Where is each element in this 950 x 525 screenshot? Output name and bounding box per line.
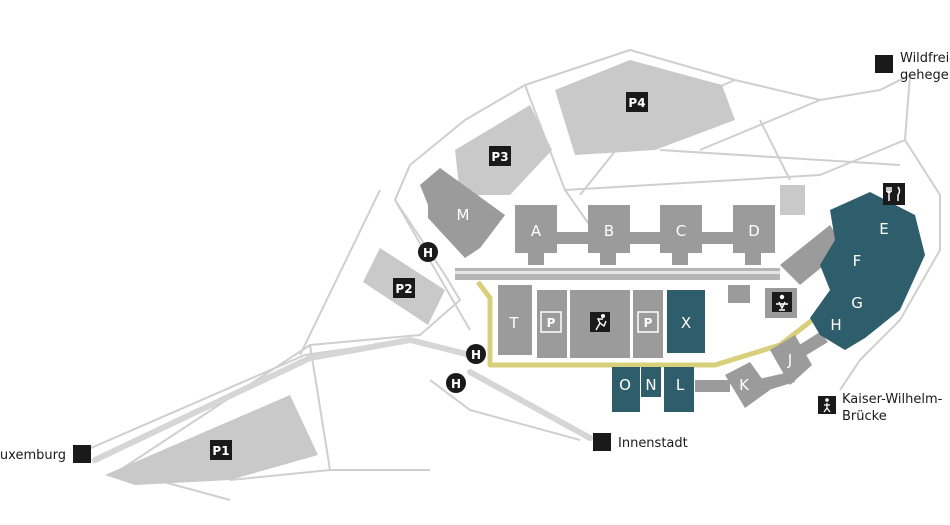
building-o bbox=[612, 367, 640, 412]
label-c: C bbox=[676, 222, 686, 240]
building-m bbox=[420, 168, 505, 258]
label-wildfreigehege-1: Wildfrei- bbox=[900, 51, 950, 66]
gray-buildings bbox=[420, 168, 845, 408]
label-innenstadt: Innenstadt bbox=[618, 436, 688, 451]
teal-buildings bbox=[612, 192, 925, 412]
label-e: E bbox=[879, 220, 888, 238]
label-f: F bbox=[853, 252, 862, 270]
label-luxemburg: Luxemburg bbox=[0, 448, 66, 463]
label-a: A bbox=[531, 222, 542, 240]
label-kaiser-1: Kaiser-Wilhelm- bbox=[842, 392, 943, 407]
label-h: H bbox=[830, 316, 841, 334]
parking-deck-1 bbox=[537, 290, 567, 358]
label-x: X bbox=[681, 314, 691, 332]
parking-badges: P1 P2 P3 P4 bbox=[210, 92, 648, 460]
bus-stop-1: H bbox=[423, 246, 433, 260]
label-d: D bbox=[748, 222, 760, 240]
label-p-inner-2: P bbox=[644, 316, 653, 330]
label-o: O bbox=[619, 376, 631, 394]
campus-street bbox=[455, 268, 780, 280]
building-t bbox=[498, 285, 532, 355]
label-n: N bbox=[645, 376, 656, 394]
childcare-icon bbox=[772, 292, 792, 312]
building-labels: M A B C D T X E F G H J K O N L bbox=[457, 206, 889, 394]
restaurant-icon bbox=[883, 183, 905, 205]
label-t: T bbox=[508, 314, 519, 332]
bus-stop-2: H bbox=[471, 348, 481, 362]
building-e-f-g bbox=[810, 192, 925, 350]
walking-path bbox=[476, 280, 817, 368]
bus-stop-3: H bbox=[451, 377, 461, 391]
road-network bbox=[74, 49, 941, 501]
bus-stop-icon: H H H bbox=[418, 242, 486, 393]
external-markers: Wildfrei- gehege Luxemburg Innenstadt Ka… bbox=[0, 51, 950, 463]
label-g: G bbox=[851, 294, 863, 312]
label-p-inner-1: P bbox=[547, 316, 556, 330]
parking-icon: P P bbox=[540, 311, 659, 333]
building-l bbox=[664, 367, 694, 412]
label-b: B bbox=[604, 222, 614, 240]
building-a bbox=[515, 205, 557, 253]
label-kaiser-2: Brücke bbox=[842, 409, 887, 424]
marker-wildfreigehege bbox=[875, 55, 893, 73]
badge-p2: P2 bbox=[395, 282, 412, 296]
label-k: K bbox=[739, 376, 750, 394]
building-b bbox=[588, 205, 630, 253]
pedestrian-icon bbox=[818, 396, 836, 414]
badge-p1: P1 bbox=[212, 444, 229, 458]
sports-icon bbox=[590, 312, 610, 332]
marker-luxemburg bbox=[73, 445, 91, 463]
building-n bbox=[641, 367, 661, 397]
building-d bbox=[733, 205, 775, 253]
badge-p3: P3 bbox=[491, 150, 508, 164]
label-l: L bbox=[676, 376, 685, 394]
building-x bbox=[667, 290, 705, 353]
building-c bbox=[660, 205, 702, 253]
badge-p4: P4 bbox=[628, 96, 645, 110]
label-wildfreigehege-2: gehege bbox=[900, 68, 949, 83]
label-m: M bbox=[457, 206, 470, 224]
marker-innenstadt bbox=[593, 433, 611, 451]
main-roads bbox=[92, 336, 593, 463]
label-j: J bbox=[787, 351, 792, 369]
